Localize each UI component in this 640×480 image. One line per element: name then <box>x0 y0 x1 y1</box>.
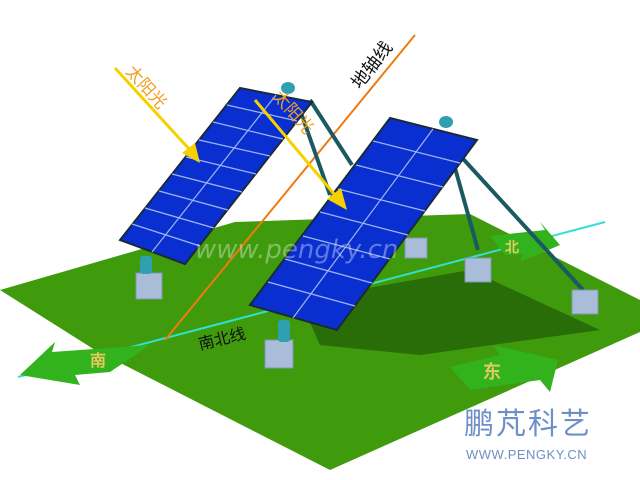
solar-panel-right <box>248 116 479 332</box>
arrow-east-label: 东 <box>483 361 501 383</box>
sunlight-label-left: 太阳光 <box>121 62 170 113</box>
earth-axis-line <box>164 34 416 341</box>
foundation-blocks <box>135 237 599 369</box>
arrow-south-label: 南 <box>90 351 106 370</box>
brand-name: 鹏芃科艺 <box>464 407 592 442</box>
tracker-motors <box>140 82 453 342</box>
watermark: www.pengky.cn <box>195 235 398 265</box>
panel-shadow <box>300 270 600 355</box>
arrow-north: 北 <box>490 222 560 262</box>
arrow-south: 南 <box>20 342 150 385</box>
arrow-east: 东 <box>450 345 558 392</box>
sunlight-arrow-left <box>113 66 200 163</box>
sunlight-arrow-right <box>253 99 347 210</box>
brand-url: WWW.PENGKY.CN <box>466 447 588 462</box>
arrow-north-label: 北 <box>505 240 519 256</box>
